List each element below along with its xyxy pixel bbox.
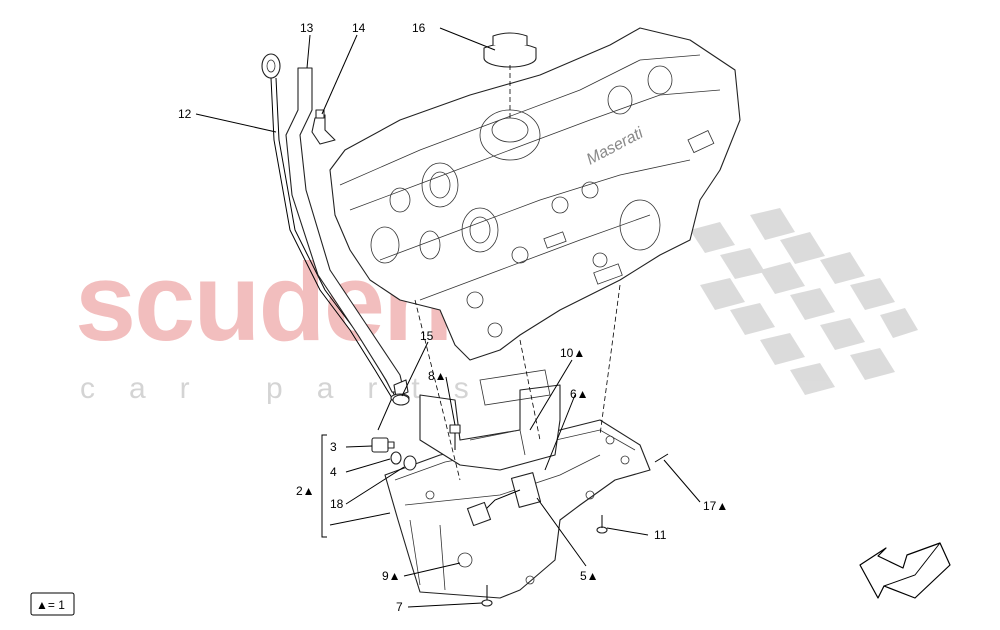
callout-10: 10▲ [560, 346, 585, 360]
oil-filler-cap [483, 32, 537, 68]
stud [654, 453, 669, 463]
callout-15: 15 [420, 329, 434, 343]
leader-lines [195, 27, 701, 608]
callout-3: 3 [330, 440, 337, 454]
callout-17: 17▲ [703, 499, 728, 513]
legend-text: ▲= 1 [36, 598, 65, 612]
front-direction-arrow-icon [859, 542, 951, 599]
oil-level-sensor [466, 472, 542, 527]
callout-7: 7 [396, 600, 403, 614]
o-ring [392, 394, 410, 406]
callout-5: 5▲ [580, 569, 599, 583]
callout-14: 14 [352, 21, 366, 35]
screw [596, 515, 608, 534]
checkered-flag-watermark [690, 208, 918, 395]
callout-16: 16 [412, 21, 426, 35]
washer [390, 451, 402, 465]
callout-11: 11 [654, 528, 667, 542]
callout-4: 4 [330, 465, 337, 479]
alignment-lines [414, 65, 621, 481]
callout-13: 13 [300, 21, 314, 35]
callouts: 12 13 14 16 15 10▲ 8▲ 6▲ 3 4 2▲ 18 17▲ 1… [178, 21, 728, 614]
legend: ▲= 1 [30, 592, 75, 616]
callout-12: 12 [178, 107, 192, 121]
callout-2: 2▲ [296, 484, 315, 498]
engine-block: Maserati [329, 27, 741, 361]
tube-bracket [311, 109, 336, 145]
bottom-bolt [481, 585, 493, 607]
callout-8: 8▲ [428, 369, 447, 383]
sealing-ring [403, 455, 417, 471]
callout-6: 6▲ [570, 387, 589, 401]
callout-9: 9▲ [382, 569, 401, 583]
drain-plug [371, 437, 395, 453]
callout-18: 18 [330, 497, 344, 511]
